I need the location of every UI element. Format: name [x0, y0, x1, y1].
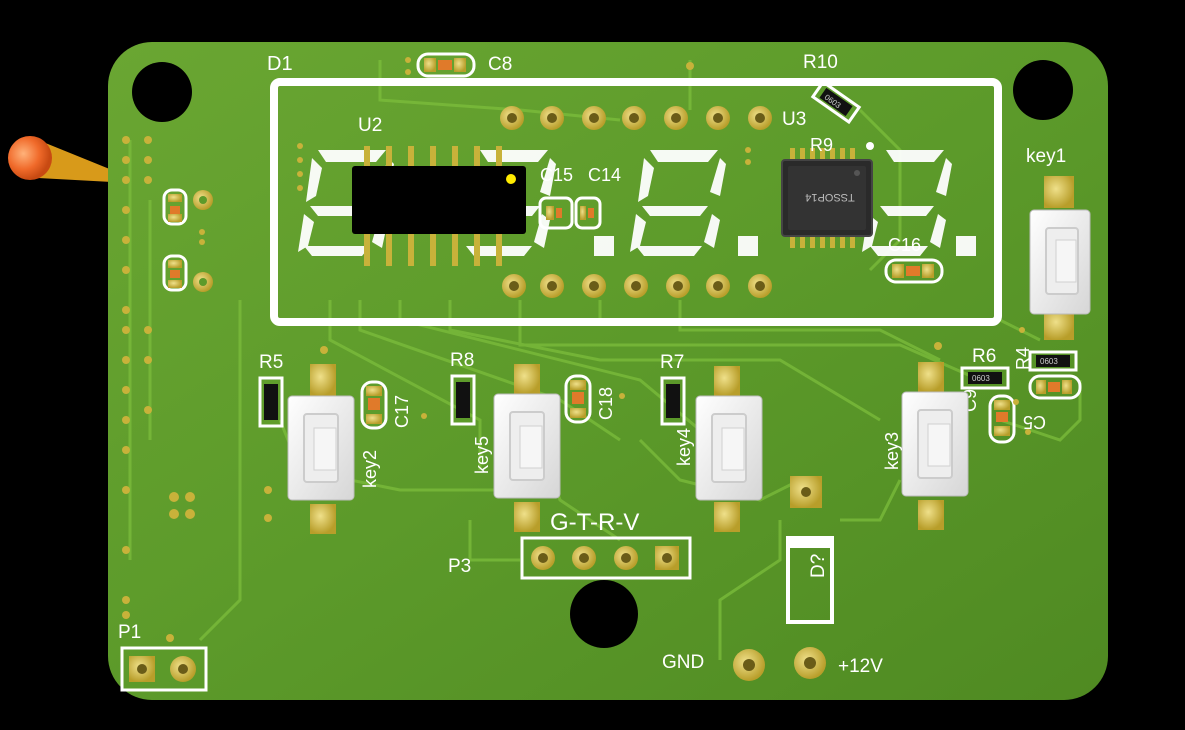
label-u3: U3 — [782, 109, 806, 130]
mounting-holes — [132, 60, 1073, 648]
cap-c16 — [884, 258, 944, 284]
button-key3[interactable] — [901, 362, 969, 530]
cap-c8 — [416, 52, 476, 78]
cap-c9 — [988, 394, 1016, 444]
vias — [122, 57, 694, 642]
label-d1: D1 — [267, 53, 293, 75]
button-key1[interactable] — [1029, 176, 1091, 340]
button-key2[interactable] — [287, 364, 355, 534]
label-c18: C18 — [596, 387, 616, 420]
r4-code: 0603 — [1040, 357, 1058, 366]
label-c17: C17 — [392, 395, 412, 428]
cap-c5 — [1028, 374, 1082, 400]
label-key4: key4 — [674, 428, 694, 466]
label-u2: U2 — [358, 115, 382, 136]
header-p3 — [520, 536, 692, 580]
cap-c15-c14 — [538, 196, 602, 230]
label-p1: P1 — [118, 622, 141, 643]
resistor-r10: 0603 — [810, 79, 862, 125]
label-r7: R7 — [660, 352, 684, 373]
label-c5: C5 — [1023, 412, 1046, 432]
label-c15: C15 — [540, 165, 573, 185]
button-key5[interactable] — [493, 364, 561, 532]
label-r4: R4 — [1013, 347, 1033, 370]
left-cap-2 — [162, 254, 213, 292]
display-pins-bottom — [502, 274, 772, 298]
u3-package-label: TSSOP14 — [805, 191, 855, 203]
label-gnd: GND — [662, 652, 704, 673]
r6-code: 0603 — [972, 374, 990, 383]
label-p3: P3 — [448, 556, 471, 577]
button-key4[interactable] — [695, 366, 763, 532]
label-c8: C8 — [488, 54, 512, 75]
ic-u2 — [352, 146, 526, 266]
resistor-r8 — [450, 374, 476, 426]
label-key1: key1 — [1026, 146, 1066, 167]
ic-u3: TSSOP14 — [781, 142, 874, 248]
label-key5: key5 — [472, 436, 492, 474]
display-pins-top — [500, 106, 772, 130]
resistor-r7 — [660, 376, 686, 426]
label-r10: R10 — [803, 52, 838, 73]
led-indicator — [8, 136, 112, 182]
label-c14: C14 — [588, 165, 621, 185]
label-diode: D? — [808, 554, 829, 578]
label-header-pins: G-T-R-V — [550, 509, 639, 536]
resistor-r6: 0603 — [960, 366, 1010, 390]
label-r5: R5 — [259, 352, 283, 373]
display-frame-d1 — [270, 78, 1002, 326]
cap-c18 — [564, 374, 592, 424]
label-c16: C16 — [888, 235, 921, 255]
label-key2: key2 — [360, 450, 380, 488]
label-r8: R8 — [450, 350, 474, 371]
label-r9: R9 — [810, 135, 833, 155]
cap-c17 — [360, 380, 388, 430]
diode-d — [786, 476, 834, 624]
power-pads — [733, 647, 826, 681]
left-cap-1 — [162, 188, 213, 226]
label-r6: R6 — [972, 346, 996, 367]
resistor-r4: 0603 — [1028, 350, 1078, 372]
label-vin: +12V — [838, 656, 883, 677]
resistor-r5 — [258, 376, 284, 428]
header-p1 — [120, 646, 208, 692]
label-key3: key3 — [882, 432, 902, 470]
small-vias — [199, 143, 1031, 435]
